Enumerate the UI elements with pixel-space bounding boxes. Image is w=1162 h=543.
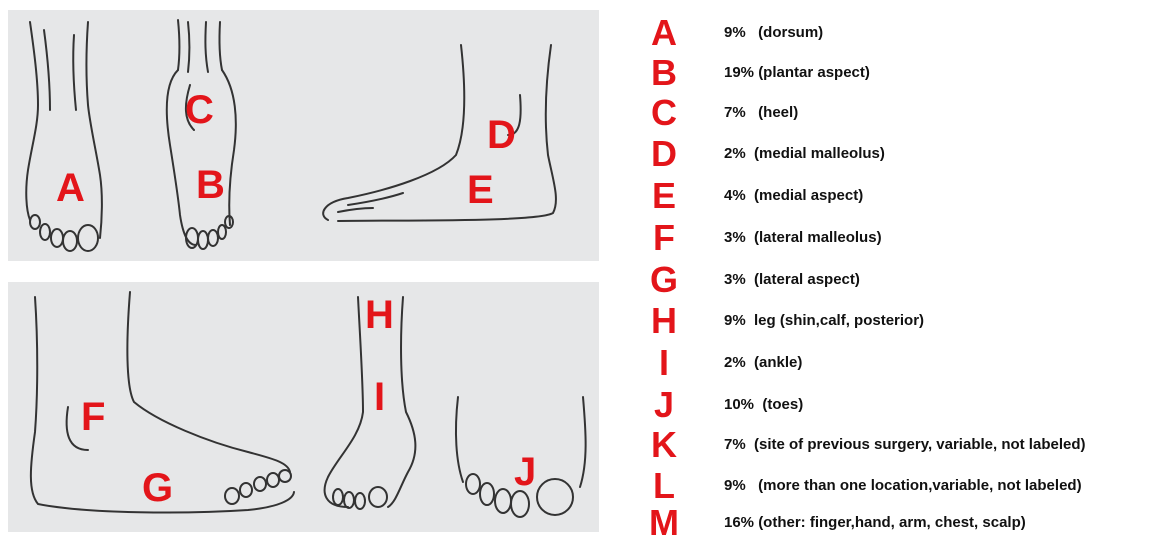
region-label-e: E — [467, 170, 494, 210]
legend-letter-e: E — [640, 179, 688, 213]
medial-foot-outline — [323, 45, 556, 221]
legend-letter-m: M — [640, 506, 688, 540]
legend-letter-d: D — [640, 137, 688, 171]
legend-text-i: 2% (ankle) — [724, 346, 802, 380]
legend-letter-c: C — [640, 96, 688, 130]
plantar-foot-outline — [167, 20, 236, 249]
legend-letter-i: I — [640, 346, 688, 380]
legend-text-b: 19% (plantar aspect) — [724, 56, 870, 90]
region-label-c: C — [185, 90, 214, 130]
region-label-h: H — [365, 295, 394, 335]
legend-text-e: 4% (medial aspect) — [724, 179, 863, 213]
region-label-g: G — [142, 468, 173, 508]
legend-text-c: 7% (heel) — [724, 96, 798, 130]
top-foot-panel: A C B D E — [8, 10, 599, 261]
legend-letter-b: B — [640, 56, 688, 90]
region-label-f: F — [81, 397, 105, 437]
legend-text-k: 7% (site of previous surgery, variable, … — [724, 428, 1086, 462]
legend-text-m: 16% (other: finger,hand, arm, chest, sca… — [724, 506, 1026, 540]
bottom-foot-panel: F G H I J — [8, 282, 599, 532]
legend-letter-j: J — [640, 388, 688, 422]
legend-text-a: 9% (dorsum) — [724, 16, 823, 50]
dorsal-foot-outline — [26, 22, 102, 251]
region-label-a: A — [56, 168, 85, 208]
region-label-j: J — [514, 452, 536, 492]
region-label-i: I — [374, 377, 385, 417]
legend-text-j: 10% (toes) — [724, 388, 803, 422]
legend-letter-a: A — [640, 16, 688, 50]
legend-text-h: 9% leg (shin,calf, posterior) — [724, 304, 924, 338]
region-label-d: D — [487, 115, 516, 155]
legend-letter-f: F — [640, 221, 688, 255]
legend-text-l: 9% (more than one location,variable, not… — [724, 469, 1082, 503]
legend-letter-h: H — [640, 304, 688, 338]
legend-text-g: 3% (lateral aspect) — [724, 263, 860, 297]
legend-letter-l: L — [640, 469, 688, 503]
region-label-b: B — [196, 165, 225, 205]
legend-text-f: 3% (lateral malleolus) — [724, 221, 882, 255]
legend-letter-k: K — [640, 428, 688, 462]
legend-text-d: 2% (medial malleolus) — [724, 137, 885, 171]
legend-letter-g: G — [640, 263, 688, 297]
